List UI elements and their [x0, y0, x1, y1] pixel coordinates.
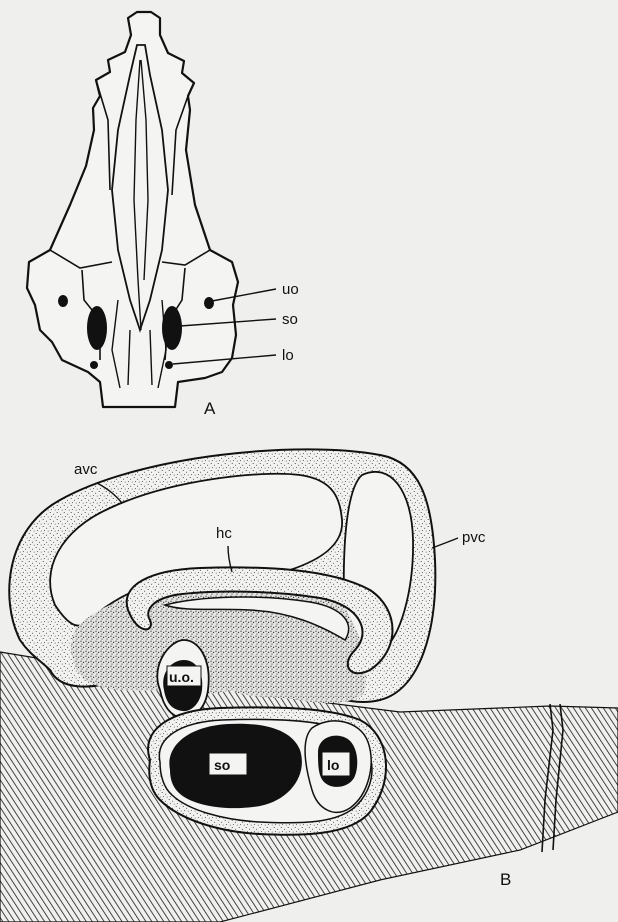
label-uo-a: uo [282, 281, 299, 298]
skull-lo-right [165, 361, 173, 369]
skull-lo-left [90, 361, 98, 369]
skull-uo-left [58, 295, 68, 307]
skull-outline [27, 12, 238, 407]
labyrinth [9, 449, 435, 718]
label-pvc: pvc [462, 529, 486, 546]
skull-so-left [87, 306, 107, 350]
label-hc: hc [216, 525, 232, 542]
label-avc: avc [74, 461, 98, 478]
panel-a-skull [27, 12, 238, 407]
label-uo-b: u.o. [169, 669, 194, 685]
saccule [148, 707, 386, 834]
skull-uo-right [204, 297, 214, 309]
label-lo-b: lo [327, 757, 339, 773]
label-lo-a: lo [282, 347, 294, 364]
skull-so-right [162, 306, 182, 350]
label-so-b: so [214, 757, 230, 773]
label-so-a: so [282, 311, 298, 328]
panel-a-letter: A [204, 399, 216, 418]
panel-b-letter: B [500, 870, 511, 889]
